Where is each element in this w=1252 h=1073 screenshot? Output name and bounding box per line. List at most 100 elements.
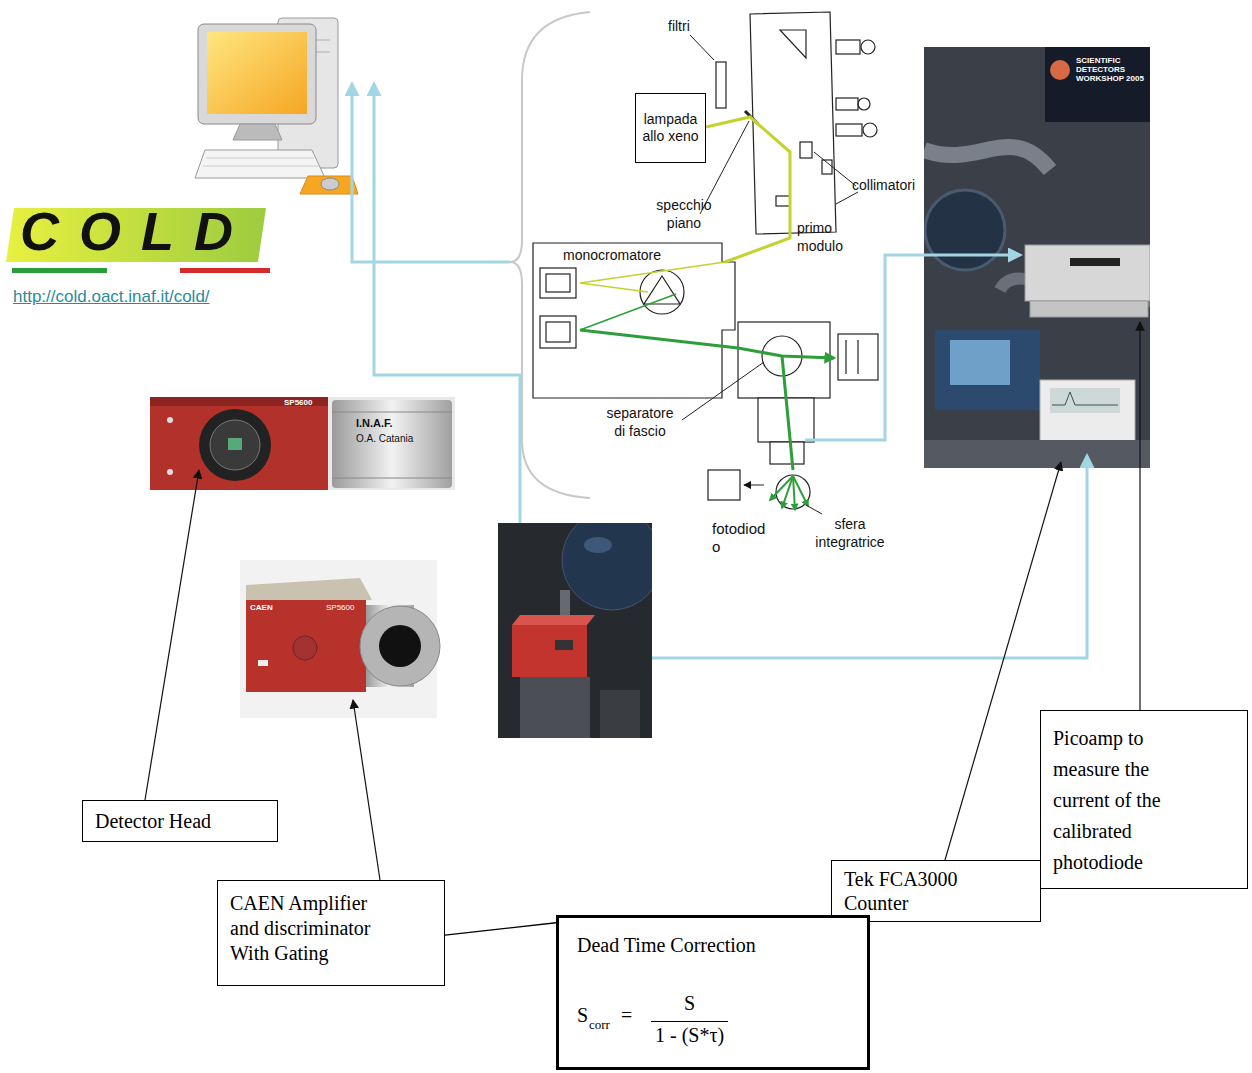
light-beam [782,476,793,508]
light-beam [706,117,790,262]
optical-bench [533,243,735,398]
part-label: primo modulo [797,219,849,255]
optical-bench [836,124,862,136]
optical-bench [861,40,875,54]
callout-box: Tek FCA3000 Counter [831,860,1041,922]
amplifier-photo [293,636,317,660]
photo-text: I.N.A.F. [356,417,393,429]
formula-symbol: S [577,1004,588,1027]
leader-line [682,35,858,514]
optical-bench [836,40,860,54]
lab-photo [1050,60,1070,80]
optical-bench [845,340,846,374]
detector-head-photo [332,412,452,413]
optical-bench [863,123,877,137]
signal-route [652,456,1087,658]
part-label: specchio piano [645,196,723,232]
detector-head-photo [167,417,173,423]
fraction-bar [651,1021,728,1022]
computer-icon [300,176,358,194]
setup-photo [562,523,652,610]
lab-photo [1025,245,1150,301]
lab-photo [1030,301,1148,317]
amplifier-photo [258,660,268,666]
box-text: CAEN Amplifier and discriminator With Ga… [230,891,394,966]
lamp-box: lampada allo xeno [635,93,706,163]
optical-bench [750,12,836,234]
note-box: Picoamp to measure the current of the ca… [1040,710,1248,889]
optical-bench [836,98,858,110]
optical-bench [546,322,570,342]
photo-text: SP5600 [326,603,354,612]
logo-text: COLD [20,201,253,261]
callout-box: Detector Head [82,800,278,842]
poster-text: SCIENTIFIC DETECTORS WORKSHOP 2005 [1076,56,1146,83]
callout-leader [353,700,380,880]
setup-photo [512,625,587,677]
lab-photo [1050,388,1120,413]
callout-leader [145,322,1140,880]
optical-bench [533,12,878,509]
formula-box: Dead Time CorrectionScorr=S1 - (S*τ) [556,915,870,1070]
lab-photo [924,440,1150,468]
leader-line [836,192,858,204]
lab-photo [935,330,1040,410]
part-label: filtri [668,18,690,34]
lab-photo [924,147,1050,170]
callout-leader [1139,322,1140,710]
box-text: Tek FCA3000 Counter [844,867,1000,915]
detector-head-photo [167,469,173,475]
detector-head-photo [150,397,455,490]
computer-icon [195,150,325,178]
detector-head-photo [332,400,452,488]
optical-bench [546,274,570,292]
light-beam [580,330,834,358]
callout-leader [145,470,199,800]
photo-text: SP5600 [284,398,312,407]
signal-route [374,84,520,523]
connector-line [445,923,556,935]
light-beam [793,476,808,506]
part-label: collimatori [852,177,915,193]
optical-bench [540,316,576,348]
logo-graphic [12,268,107,273]
computer-icon [195,18,358,194]
lab-photo [1070,258,1120,266]
light-beam [580,294,676,330]
setup-photo [600,690,640,738]
box-text: Detector Head [95,809,265,833]
leader-line [806,505,822,514]
lab-photo [1045,47,1150,122]
url-link: http://cold.oact.inaf.it/cold/ [13,287,210,307]
optical-bench [540,268,576,298]
signal-route [352,84,1087,658]
setup-photo [520,677,590,738]
leader-line [744,485,764,486]
leader-line [690,35,714,60]
optical-bench [858,98,870,110]
lab-photo [925,190,1005,270]
detector-head-photo [150,397,328,406]
light-beam [580,262,725,292]
computer-icon [207,32,307,114]
optical-bench [800,142,812,158]
formula-subscript: corr [589,1017,610,1033]
optical-bench [776,196,790,206]
amplifier-photo [246,578,372,602]
leader-line [814,152,856,186]
signal-route [352,84,510,262]
optical-bench [780,30,806,58]
computer-icon [198,24,316,124]
detector-head-photo [228,438,242,450]
amplifier-photo [360,606,440,686]
part-label: monocromatore [563,247,661,263]
amplifier-photo [240,560,437,718]
photo-text: CAEN [250,603,273,612]
setup-photo [555,640,573,650]
lab-photo [1052,392,1118,405]
detector-head-photo [199,409,271,481]
computer-icon [233,124,282,140]
